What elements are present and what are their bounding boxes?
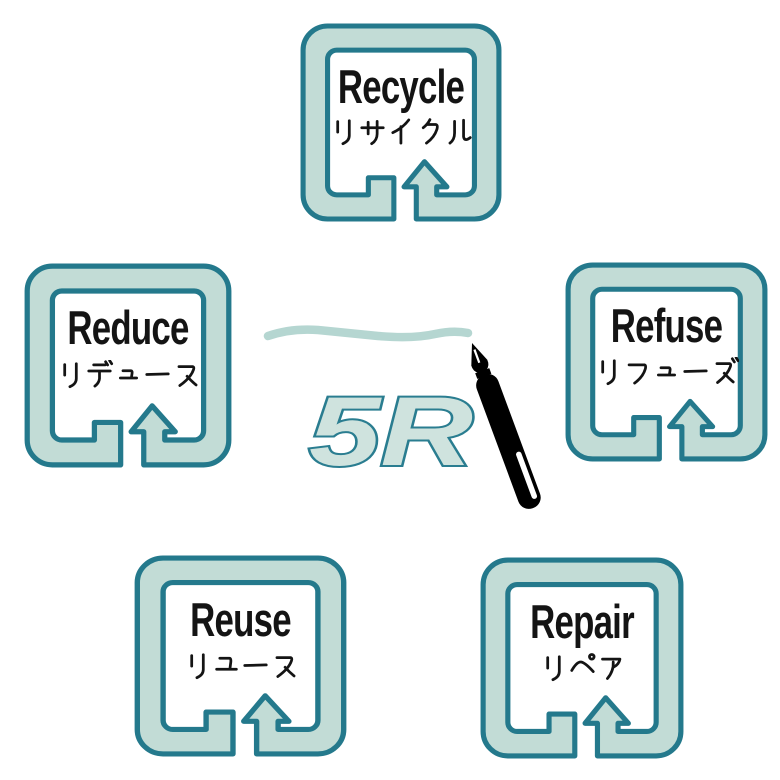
5r-wordmark: 5R: [307, 374, 475, 488]
kana-su: [275, 656, 295, 678]
reuse-label-en: Reuse: [190, 592, 291, 646]
fountain-pen-icon: [471, 343, 541, 509]
reduce-label-en: Reduce: [67, 301, 189, 355]
kana-ri: [62, 362, 78, 389]
kana-yu: [214, 656, 238, 671]
kana-ri: [601, 359, 616, 385]
card-reduce: Reduce: [23, 262, 233, 469]
kana-ri: [335, 119, 351, 146]
reduce-label-ja: [23, 360, 233, 389]
5r-text: 5R: [309, 376, 473, 486]
card-reuse: Reuse: [133, 554, 348, 758]
reuse-label-ja: [133, 651, 348, 680]
repair-label-en: Repair: [530, 594, 635, 648]
kana-ru: [448, 119, 472, 145]
kana-de: [86, 360, 113, 388]
recycle-label-en: Recycle: [337, 60, 465, 114]
kana-pe: [569, 652, 595, 673]
card-recycle: Recycle: [299, 22, 503, 223]
kana-zu: [715, 356, 739, 384]
kana-sa: [359, 120, 385, 146]
recycle-label-ja: [299, 117, 503, 146]
kana-bar: [242, 663, 268, 667]
kana-su: [177, 365, 197, 388]
kana-ri: [545, 655, 561, 681]
kana-i: [390, 118, 410, 145]
refuse-label-ja: [564, 356, 769, 386]
kana-ku: [421, 118, 439, 145]
kana-bar: [144, 372, 170, 377]
kana-a: [600, 657, 621, 680]
kana-fu: [627, 363, 647, 385]
card-refuse: Refuse: [564, 261, 769, 463]
kana-ri: [189, 653, 205, 679]
refuse-label-en: Refuse: [610, 299, 723, 353]
card-repair: Repair: [479, 556, 685, 760]
brush-underline-icon: [263, 325, 473, 342]
repair-label-ja: [479, 652, 685, 682]
kana-yus: [657, 366, 676, 377]
kana-bar: [683, 369, 708, 373]
kana-yus: [118, 369, 138, 380]
